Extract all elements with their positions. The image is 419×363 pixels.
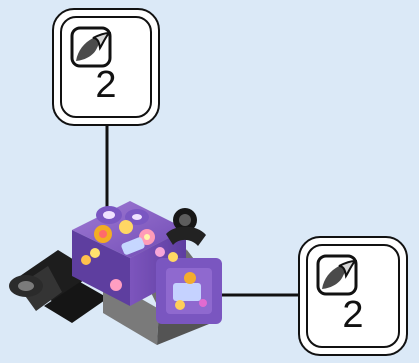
sticker-callout-right-inner: 2 [306,244,400,348]
sticker-count-label-top: 2 [95,64,117,106]
sticker-callout-right: 2 [298,236,408,356]
sticker-callout-top-inner: 2 [60,16,152,118]
sticker-count-label-right: 2 [342,294,364,336]
lego-assembly [9,201,222,345]
sticker-art-side [81,252,178,291]
sticker-callout-top: 2 [52,8,160,126]
sticker-sheet-icon [70,26,112,68]
sticker-art-top [90,220,165,258]
sticker-sheet-icon [316,254,358,296]
